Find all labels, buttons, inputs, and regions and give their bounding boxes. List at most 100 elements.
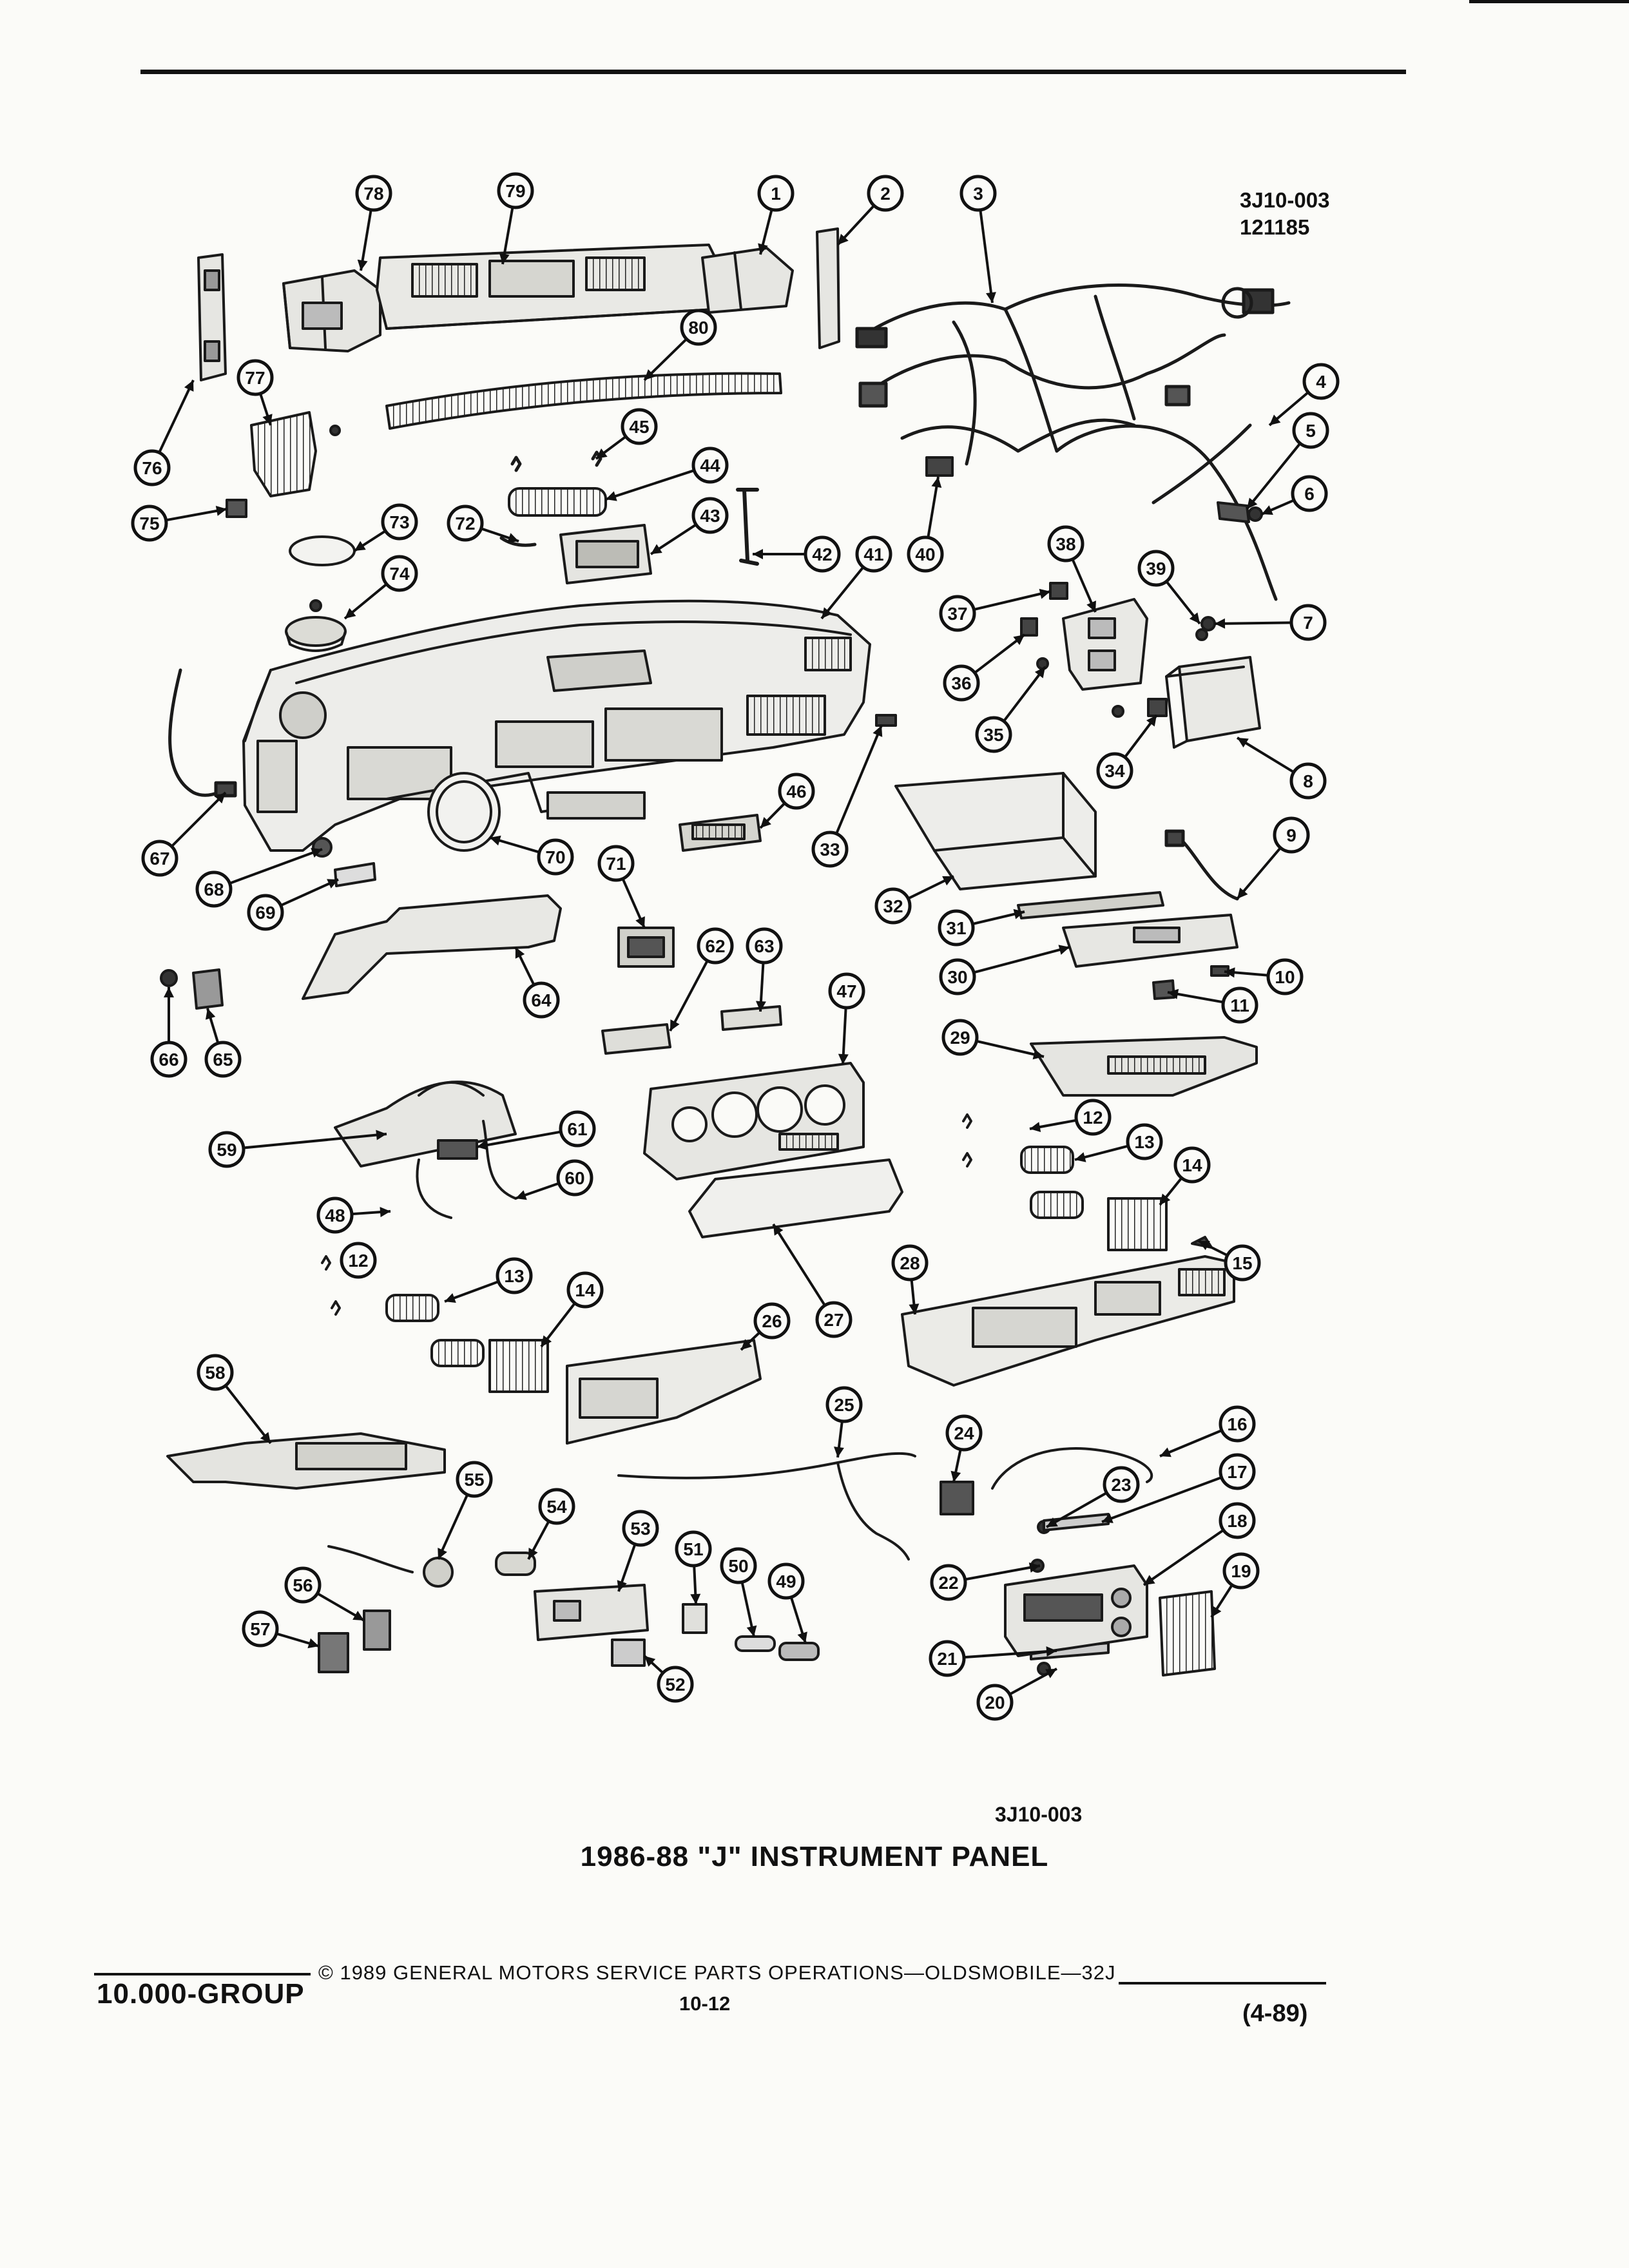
callout-69: 69 xyxy=(247,894,284,931)
callout-37: 37 xyxy=(939,595,976,632)
callout-50: 50 xyxy=(720,1547,757,1584)
callout-circle xyxy=(930,1564,967,1601)
part-36-clip xyxy=(1020,617,1038,637)
callout-number: 22 xyxy=(938,1573,958,1593)
callout-number: 61 xyxy=(567,1119,587,1139)
callout-circle xyxy=(943,664,980,702)
callout-circle xyxy=(975,716,1012,753)
callout-80: 80 xyxy=(680,309,717,346)
leader-line-7 xyxy=(1214,621,1292,625)
arrowhead-78 xyxy=(357,259,368,271)
callout-circle xyxy=(1096,752,1133,789)
arrowhead-59 xyxy=(376,1129,387,1140)
leader-lines xyxy=(158,204,1309,1696)
leader-line-58 xyxy=(224,1385,272,1445)
arrowhead-67 xyxy=(215,793,226,803)
callout-circle xyxy=(1173,1146,1211,1184)
callout-circle xyxy=(150,1041,188,1078)
arrowhead-43 xyxy=(651,544,662,554)
callout-circle xyxy=(497,172,534,209)
callout-number: 57 xyxy=(250,1619,270,1639)
callout-number: 67 xyxy=(149,849,169,869)
callout-22: 22 xyxy=(930,1564,967,1601)
callout-circle xyxy=(691,447,729,484)
callout-28: 28 xyxy=(891,1244,929,1282)
callout-number: 12 xyxy=(1083,1108,1103,1128)
callout-38: 38 xyxy=(1047,525,1084,562)
callout-circle xyxy=(537,838,574,876)
callout-circle xyxy=(197,1354,234,1391)
part-33-knob xyxy=(875,714,897,727)
arrowhead-44 xyxy=(606,491,617,501)
part-57-switch xyxy=(318,1632,349,1673)
callout-number: 11 xyxy=(1230,995,1249,1015)
part-66-screw xyxy=(160,969,178,987)
callout-7: 7 xyxy=(1289,604,1327,641)
callout-number: 32 xyxy=(883,896,903,916)
leader-line-23 xyxy=(1046,1492,1108,1528)
callout-number: 38 xyxy=(1055,534,1075,554)
callout-number: 69 xyxy=(255,903,275,923)
callout-20: 20 xyxy=(976,1684,1014,1721)
callout-number: 78 xyxy=(363,184,383,204)
callout-number: 29 xyxy=(950,1028,970,1048)
callout-circle xyxy=(316,1196,354,1234)
callout-number: 13 xyxy=(504,1266,524,1286)
callout-number: 43 xyxy=(700,506,720,526)
callout-circle xyxy=(1266,958,1304,995)
callout-number: 49 xyxy=(776,1571,796,1591)
part-47-cluster xyxy=(643,1062,865,1180)
callout-circle xyxy=(720,1547,757,1584)
callout-number: 2 xyxy=(880,184,891,204)
callout-62: 62 xyxy=(697,927,734,965)
callout-19: 19 xyxy=(1222,1552,1260,1590)
callout-circle xyxy=(929,1640,966,1677)
callout-13: 13 xyxy=(1126,1123,1163,1160)
callout-circle xyxy=(697,927,734,965)
arrowhead-60 xyxy=(516,1190,527,1200)
callout-61: 61 xyxy=(559,1110,596,1148)
figure-date: 121185 xyxy=(1240,215,1310,239)
arrowhead-23 xyxy=(1046,1517,1058,1527)
leader-line-17 xyxy=(1101,1476,1222,1523)
callout-number: 65 xyxy=(213,1050,233,1070)
callout-circle xyxy=(133,449,171,486)
callout-number: 40 xyxy=(915,544,935,564)
arrowhead-46 xyxy=(760,816,771,828)
callout-12: 12 xyxy=(340,1242,377,1279)
callout-number: 16 xyxy=(1227,1414,1247,1434)
figure-code-top: 3J10-003 xyxy=(1240,188,1330,212)
arrowhead-36 xyxy=(1013,635,1025,646)
callout-29: 29 xyxy=(941,1019,979,1056)
callout-number: 5 xyxy=(1306,421,1316,441)
callout-number: 14 xyxy=(575,1280,595,1300)
callout-6: 6 xyxy=(1291,475,1328,512)
leader-line-37 xyxy=(973,590,1051,611)
corner-rule xyxy=(1469,0,1629,3)
callout-number: 58 xyxy=(205,1363,225,1383)
footer-rule-left xyxy=(94,1973,311,1975)
part-73-speaker-cover xyxy=(289,535,356,566)
arrowhead-64 xyxy=(515,947,525,959)
callout-number: 66 xyxy=(159,1050,178,1070)
arrowhead-25 xyxy=(833,1446,844,1457)
arrowhead-56 xyxy=(352,1611,364,1620)
leader-line-41 xyxy=(820,566,865,620)
arrowhead-29 xyxy=(1032,1049,1044,1060)
callout-number: 48 xyxy=(325,1206,345,1225)
figure-id-block: 3J10-003 121185 xyxy=(1240,187,1329,241)
callout-number: 4 xyxy=(1316,372,1326,392)
arrowhead-11 xyxy=(1168,988,1179,999)
callout-73: 73 xyxy=(381,503,418,541)
callout-number: 35 xyxy=(983,725,1003,745)
callout-number: 71 xyxy=(606,854,626,874)
part-5-bracket xyxy=(1217,501,1250,523)
arrowhead-45 xyxy=(596,448,608,459)
callout-number: 7 xyxy=(1303,613,1313,633)
callout-circle xyxy=(204,1041,242,1078)
part-28-bezel xyxy=(901,1255,1235,1387)
part-4-cable xyxy=(1055,423,1278,601)
leader-line-3 xyxy=(979,209,994,303)
header-rule xyxy=(140,70,1406,74)
arrowhead-9 xyxy=(1237,887,1248,899)
